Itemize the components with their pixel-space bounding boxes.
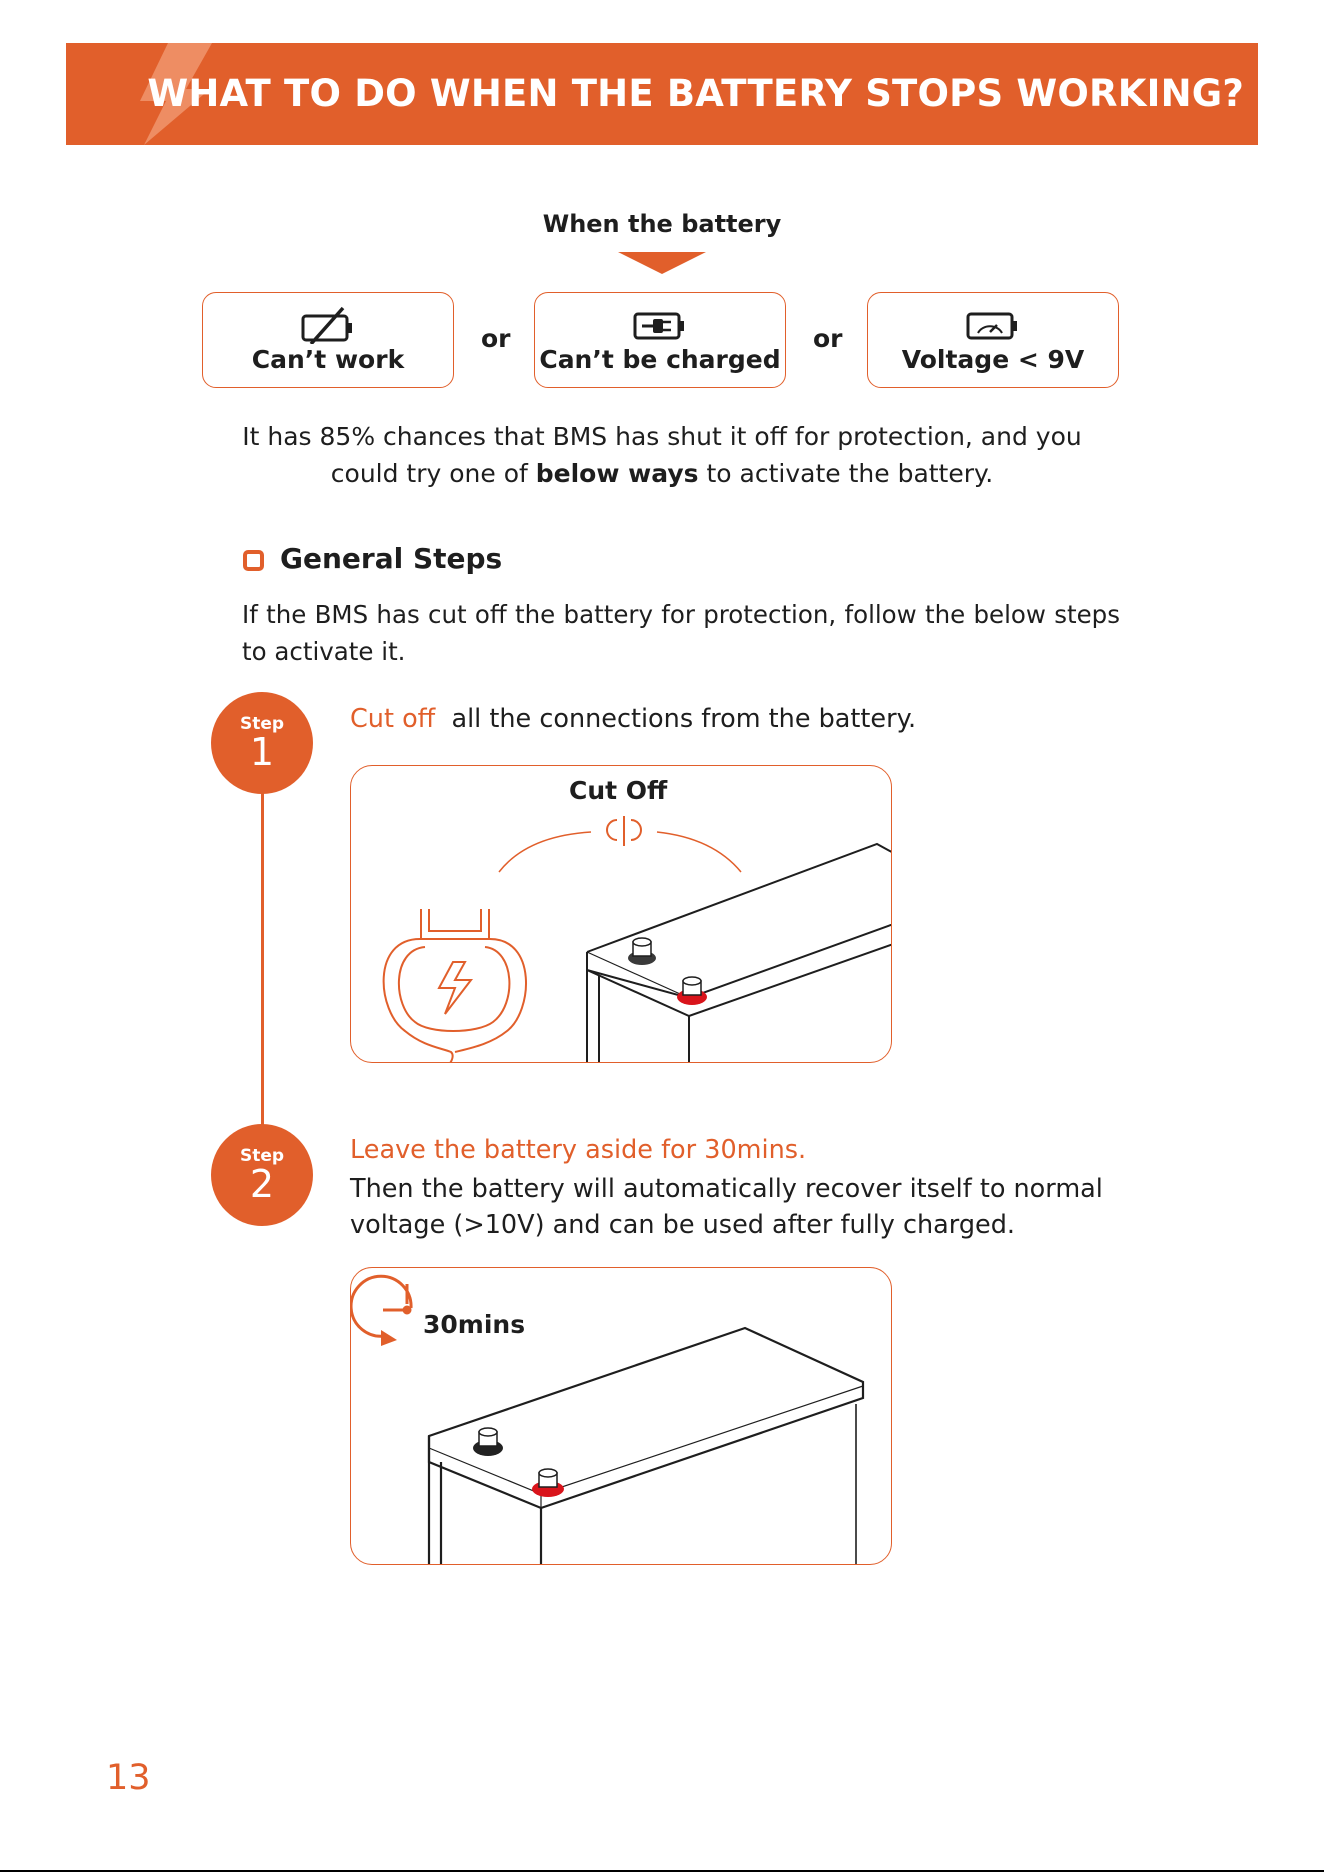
terminal-positive-icon (532, 1468, 564, 1497)
page-title: WHAT TO DO WHEN THE BATTERY STOPS WORKIN… (147, 72, 1244, 115)
arrow-down-icon (618, 252, 706, 274)
condition-cant-work: Can’t work (202, 292, 454, 388)
section-bullet-icon (243, 550, 264, 571)
terminal-negative-icon (628, 937, 656, 965)
step-1-description: all the connections from the battery. (451, 704, 917, 734)
or-separator: or (481, 324, 511, 353)
battery-rest-drawing (351, 1274, 865, 1564)
battery-disconnect-drawing (382, 816, 891, 1062)
step-number: 2 (249, 1162, 275, 1206)
intro-line-2-pre: could try one of (330, 459, 536, 488)
intro-paragraph: It has 85% chances that BMS has shut it … (180, 418, 1144, 492)
step-2-description: Then the battery will automatically reco… (350, 1174, 1103, 1240)
step-badge-2: Step 2 (211, 1124, 313, 1226)
bottom-rule (0, 1870, 1324, 1872)
condition-voltage: Voltage < 9V (867, 292, 1119, 388)
wait-illustration: 30mins (350, 1267, 892, 1565)
step-word: Step (239, 1146, 285, 1166)
conditions-lead: When the battery (542, 210, 782, 238)
step-badge-1: Step 1 (211, 692, 313, 794)
cut-off-illustration: Cut Off (350, 765, 892, 1063)
intro-line-2-post: to activate the battery. (698, 459, 994, 488)
condition-label: Can’t be charged (539, 345, 781, 374)
step-1-text: Cut off all the connections from the bat… (350, 704, 916, 734)
page-number: 13 (106, 1758, 151, 1798)
intro-line-1: It has 85% chances that BMS has shut it … (242, 422, 1082, 451)
terminal-negative-icon (473, 1427, 503, 1456)
section-paragraph: If the BMS has cut off the battery for p… (242, 600, 1120, 666)
step-word: Step (239, 714, 285, 734)
condition-label: Can’t work (251, 345, 405, 374)
battery-slash-icon (301, 306, 352, 346)
lightning-bolt-icon (140, 43, 212, 145)
step-connector-line (261, 792, 264, 1126)
battery-plug-icon (633, 312, 684, 340)
step-1-highlight: Cut off (350, 704, 436, 734)
or-separator: or (813, 324, 843, 353)
step-number: 1 (249, 730, 275, 774)
battery-gauge-icon (966, 312, 1017, 340)
header-banner: WHAT TO DO WHEN THE BATTERY STOPS WORKIN… (66, 43, 1258, 145)
terminal-positive-icon (677, 976, 707, 1005)
intro-emphasis: below ways (535, 459, 699, 488)
timer-icon (351, 1274, 413, 1338)
timer-label: 30mins (423, 1310, 526, 1339)
section-title: General Steps (280, 542, 503, 575)
condition-cant-be-charged: Can’t be charged (534, 292, 786, 388)
cut-off-label: Cut Off (569, 776, 668, 805)
step-2-highlight: Leave the battery aside for 30mins. (350, 1135, 807, 1165)
condition-label: Voltage < 9V (901, 345, 1085, 374)
